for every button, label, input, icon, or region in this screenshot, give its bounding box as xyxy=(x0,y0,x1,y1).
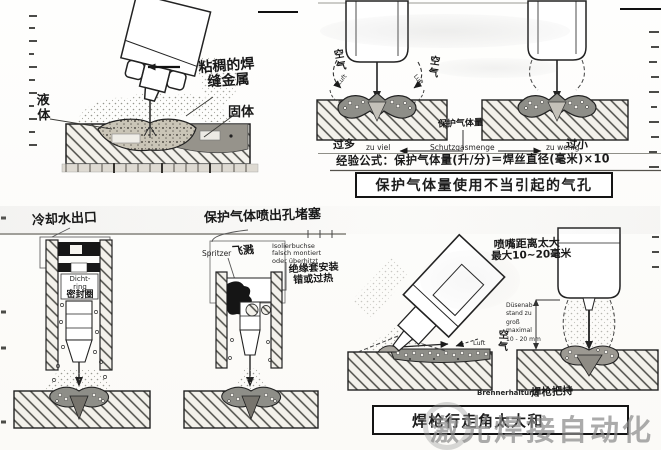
label-duesenabstand: Düsenab- stand zu groß maximal 10 - 20 m… xyxy=(506,302,541,344)
label-luft-br: Luft xyxy=(473,339,486,347)
label-air-hand-br: 空气 xyxy=(495,328,508,354)
label-nozzle-distance-hand: 喷嘴距离太大 最大10~20毫米 xyxy=(491,236,572,263)
label-brennerhaltung: Brennerhaltung xyxy=(477,389,540,397)
label-duesen-line1: Düsenab- xyxy=(506,302,535,309)
br-dimension-arrow xyxy=(533,299,560,350)
label-isolier-line3: oder überhitzt xyxy=(272,256,319,265)
label-duesen-line2: stand zu xyxy=(506,310,532,318)
bl-nozzle-left xyxy=(44,239,114,392)
label-duesen-line4: maximal xyxy=(506,327,532,335)
br-torch-tilted xyxy=(392,233,506,352)
label-liquid: 液体 xyxy=(33,92,50,124)
tl-torch xyxy=(119,0,212,103)
label-isolierbuchse: Isolierbuchse falsch montiert oder überh… xyxy=(272,242,322,265)
label-isolier-line2: falsch montiert xyxy=(272,249,322,258)
bl-nozzle-right xyxy=(215,271,283,391)
label-spatter-hand: 飞溅 xyxy=(231,243,255,258)
label-duesen-line3: groß xyxy=(506,318,520,326)
label-seal-ring-hand: 密封圈 xyxy=(66,290,94,301)
label-insulation-hand: 绝缘套安装 错或过热 xyxy=(288,262,339,287)
tr-torch-left xyxy=(329,0,425,105)
label-dicht-line1: Dicht- xyxy=(69,275,91,283)
label-dicht-line2: ring xyxy=(73,282,87,291)
label-too-much: 过多 xyxy=(332,137,356,152)
tr-pores-left xyxy=(343,99,412,110)
label-viscous-metal: 粘稠的焊 缝金属 xyxy=(198,56,256,91)
scan-ruler-marks xyxy=(1,15,659,424)
watermark-text: 激光焊接自动化 xyxy=(430,413,655,447)
label-formula: 经验公式：保护气体量(升/分)＝焊丝直径(毫米)×10 xyxy=(335,151,611,168)
tr-torch-right xyxy=(527,0,587,100)
tr-pores-right xyxy=(524,100,589,110)
label-solid: 固体 xyxy=(228,105,255,120)
label-isolier-line1: Isolierbuchse xyxy=(272,242,315,250)
watermark-logo-circle xyxy=(423,402,471,450)
label-dichtring: Dicht- ring 密封圈 xyxy=(64,275,96,301)
br-bead-pores xyxy=(396,351,488,357)
caption-gas-porosity-text: 保护气体量使用不当引起的气孔 xyxy=(375,178,593,194)
tl-gas-cloud xyxy=(76,56,238,124)
label-air-right: 空气 xyxy=(425,54,440,80)
label-torch-hold-hand: 焊枪把持 xyxy=(530,384,574,400)
label-zu-wenig: zu wenig xyxy=(546,143,580,152)
label-too-little: 过小 xyxy=(565,137,589,152)
caption-gas-porosity: 保护气体量使用不当引起的气孔 xyxy=(355,172,613,198)
label-duesen-line5: 10 - 20 mm xyxy=(506,335,541,343)
label-zu-viel: zu viel xyxy=(366,143,391,152)
tl-ruler-strip xyxy=(61,163,259,173)
label-spritzer: Spritzer xyxy=(202,249,232,258)
label-schutzgasmenge: Schutzgasmenge xyxy=(430,143,495,152)
label-gas-amount-hand: 保护气体量 xyxy=(437,118,484,130)
